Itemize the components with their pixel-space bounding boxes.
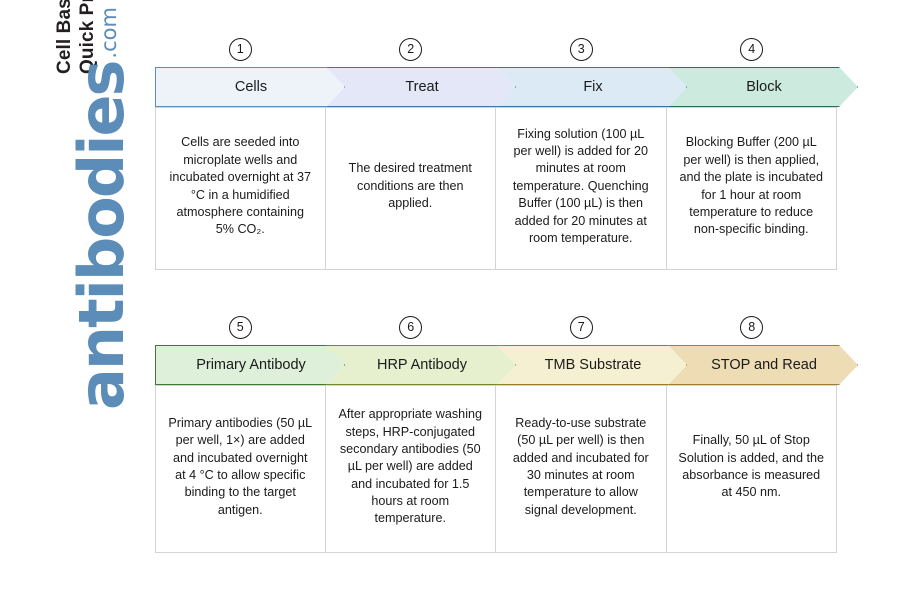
chevron-step-8[interactable]: STOP and Read <box>668 345 858 385</box>
chevron-step-3[interactable]: Fix <box>497 67 687 107</box>
step-number-badge: 8 <box>740 315 764 339</box>
step-description-text: Finally, 50 µL of Stop Solution is added… <box>678 433 825 500</box>
step-description-panel: The desired treatment conditions are the… <box>325 107 496 270</box>
step-number-badge: 6 <box>399 315 423 339</box>
step-number-cell: 5 <box>155 312 326 342</box>
step-number-cell: 7 <box>496 312 667 342</box>
step-description-text: Fixing solution (100 µL per well) is add… <box>512 126 649 245</box>
chevron-step-4[interactable]: Block <box>668 67 858 107</box>
chevron-step-2[interactable]: Treat <box>326 67 516 107</box>
step-description-text: Blocking Buffer (200 µL per well) is the… <box>679 135 824 237</box>
step-number-cell: 4 <box>667 34 838 64</box>
step-number-cell: 1 <box>155 34 326 64</box>
step-number-cell: 8 <box>667 312 838 342</box>
step-number-badge: 3 <box>569 37 593 61</box>
step-description-text: Ready-to-use substrate (50 µL per well) … <box>512 415 649 517</box>
step-number-strip: 1 2 3 4 <box>155 34 837 64</box>
chevron-label: TMB Substrate <box>544 357 642 373</box>
step-number-strip: 5 6 7 8 <box>155 312 837 342</box>
step-description-panel: Ready-to-use substrate (50 µL per well) … <box>496 385 667 553</box>
step-description-text: The desired treatment conditions are the… <box>348 161 472 211</box>
step-description-panel: Primary antibodies (50 µL per well, 1×) … <box>155 385 326 553</box>
step-number-badge: 2 <box>399 37 423 61</box>
step-description-text: Primary antibodies (50 µL per well, 1×) … <box>168 415 313 517</box>
chevron-header-band: Primary Antibody HRP Antibody TMB Substrat… <box>155 345 845 385</box>
chevron-label: Fix <box>583 79 603 95</box>
chevron-step-6[interactable]: HRP Antibody <box>326 345 516 385</box>
step-description-text: After appropriate washing steps, HRP-con… <box>338 407 482 526</box>
step-description-panel: Blocking Buffer (200 µL per well) is the… <box>666 107 837 270</box>
process-row-2: 5 6 7 8 Primary Antibody HRP Antibody TMB Sub… <box>155 312 845 553</box>
chevron-label: Cells <box>234 79 268 95</box>
chevron-step-5[interactable]: Primary Antibody <box>155 345 345 385</box>
step-description-text: Cells are seeded into microplate wells a… <box>169 135 311 237</box>
antibodies-logo: antibodies .com <box>10 7 138 410</box>
chevron-label: STOP and Read <box>711 357 817 373</box>
logo-tld: .com <box>97 7 121 59</box>
step-number-cell: 2 <box>326 34 497 64</box>
step-description-panel: Finally, 50 µL of Stop Solution is added… <box>666 385 837 553</box>
chevron-header-band: Cells Treat Fix Block <box>155 67 845 107</box>
step-description-strip: Cells are seeded into microplate wells a… <box>155 107 837 270</box>
chevron-label: HRP Antibody <box>376 357 467 373</box>
step-number-cell: 6 <box>326 312 497 342</box>
step-number-badge: 5 <box>228 315 252 339</box>
step-number-badge: 1 <box>228 37 252 61</box>
process-row-1: 1 2 3 4 Cells Treat Fix Block Cells are seeded… <box>155 34 845 270</box>
step-number-badge: 4 <box>740 37 764 61</box>
chevron-label: Treat <box>405 79 439 95</box>
step-description-panel: Fixing solution (100 µL per well) is add… <box>496 107 667 270</box>
chevron-step-7[interactable]: TMB Substrate <box>497 345 687 385</box>
logo-wordmark: antibodies <box>64 61 138 410</box>
chevron-step-1[interactable]: Cells <box>155 67 345 107</box>
step-number-badge: 7 <box>569 315 593 339</box>
step-description-strip: Primary antibodies (50 µL per well, 1×) … <box>155 385 837 553</box>
chevron-label: Block <box>746 79 782 95</box>
step-description-panel: Cells are seeded into microplate wells a… <box>155 107 326 270</box>
step-description-panel: After appropriate washing steps, HRP-con… <box>325 385 496 553</box>
chevron-label: Primary Antibody <box>196 357 306 373</box>
step-number-cell: 3 <box>496 34 667 64</box>
